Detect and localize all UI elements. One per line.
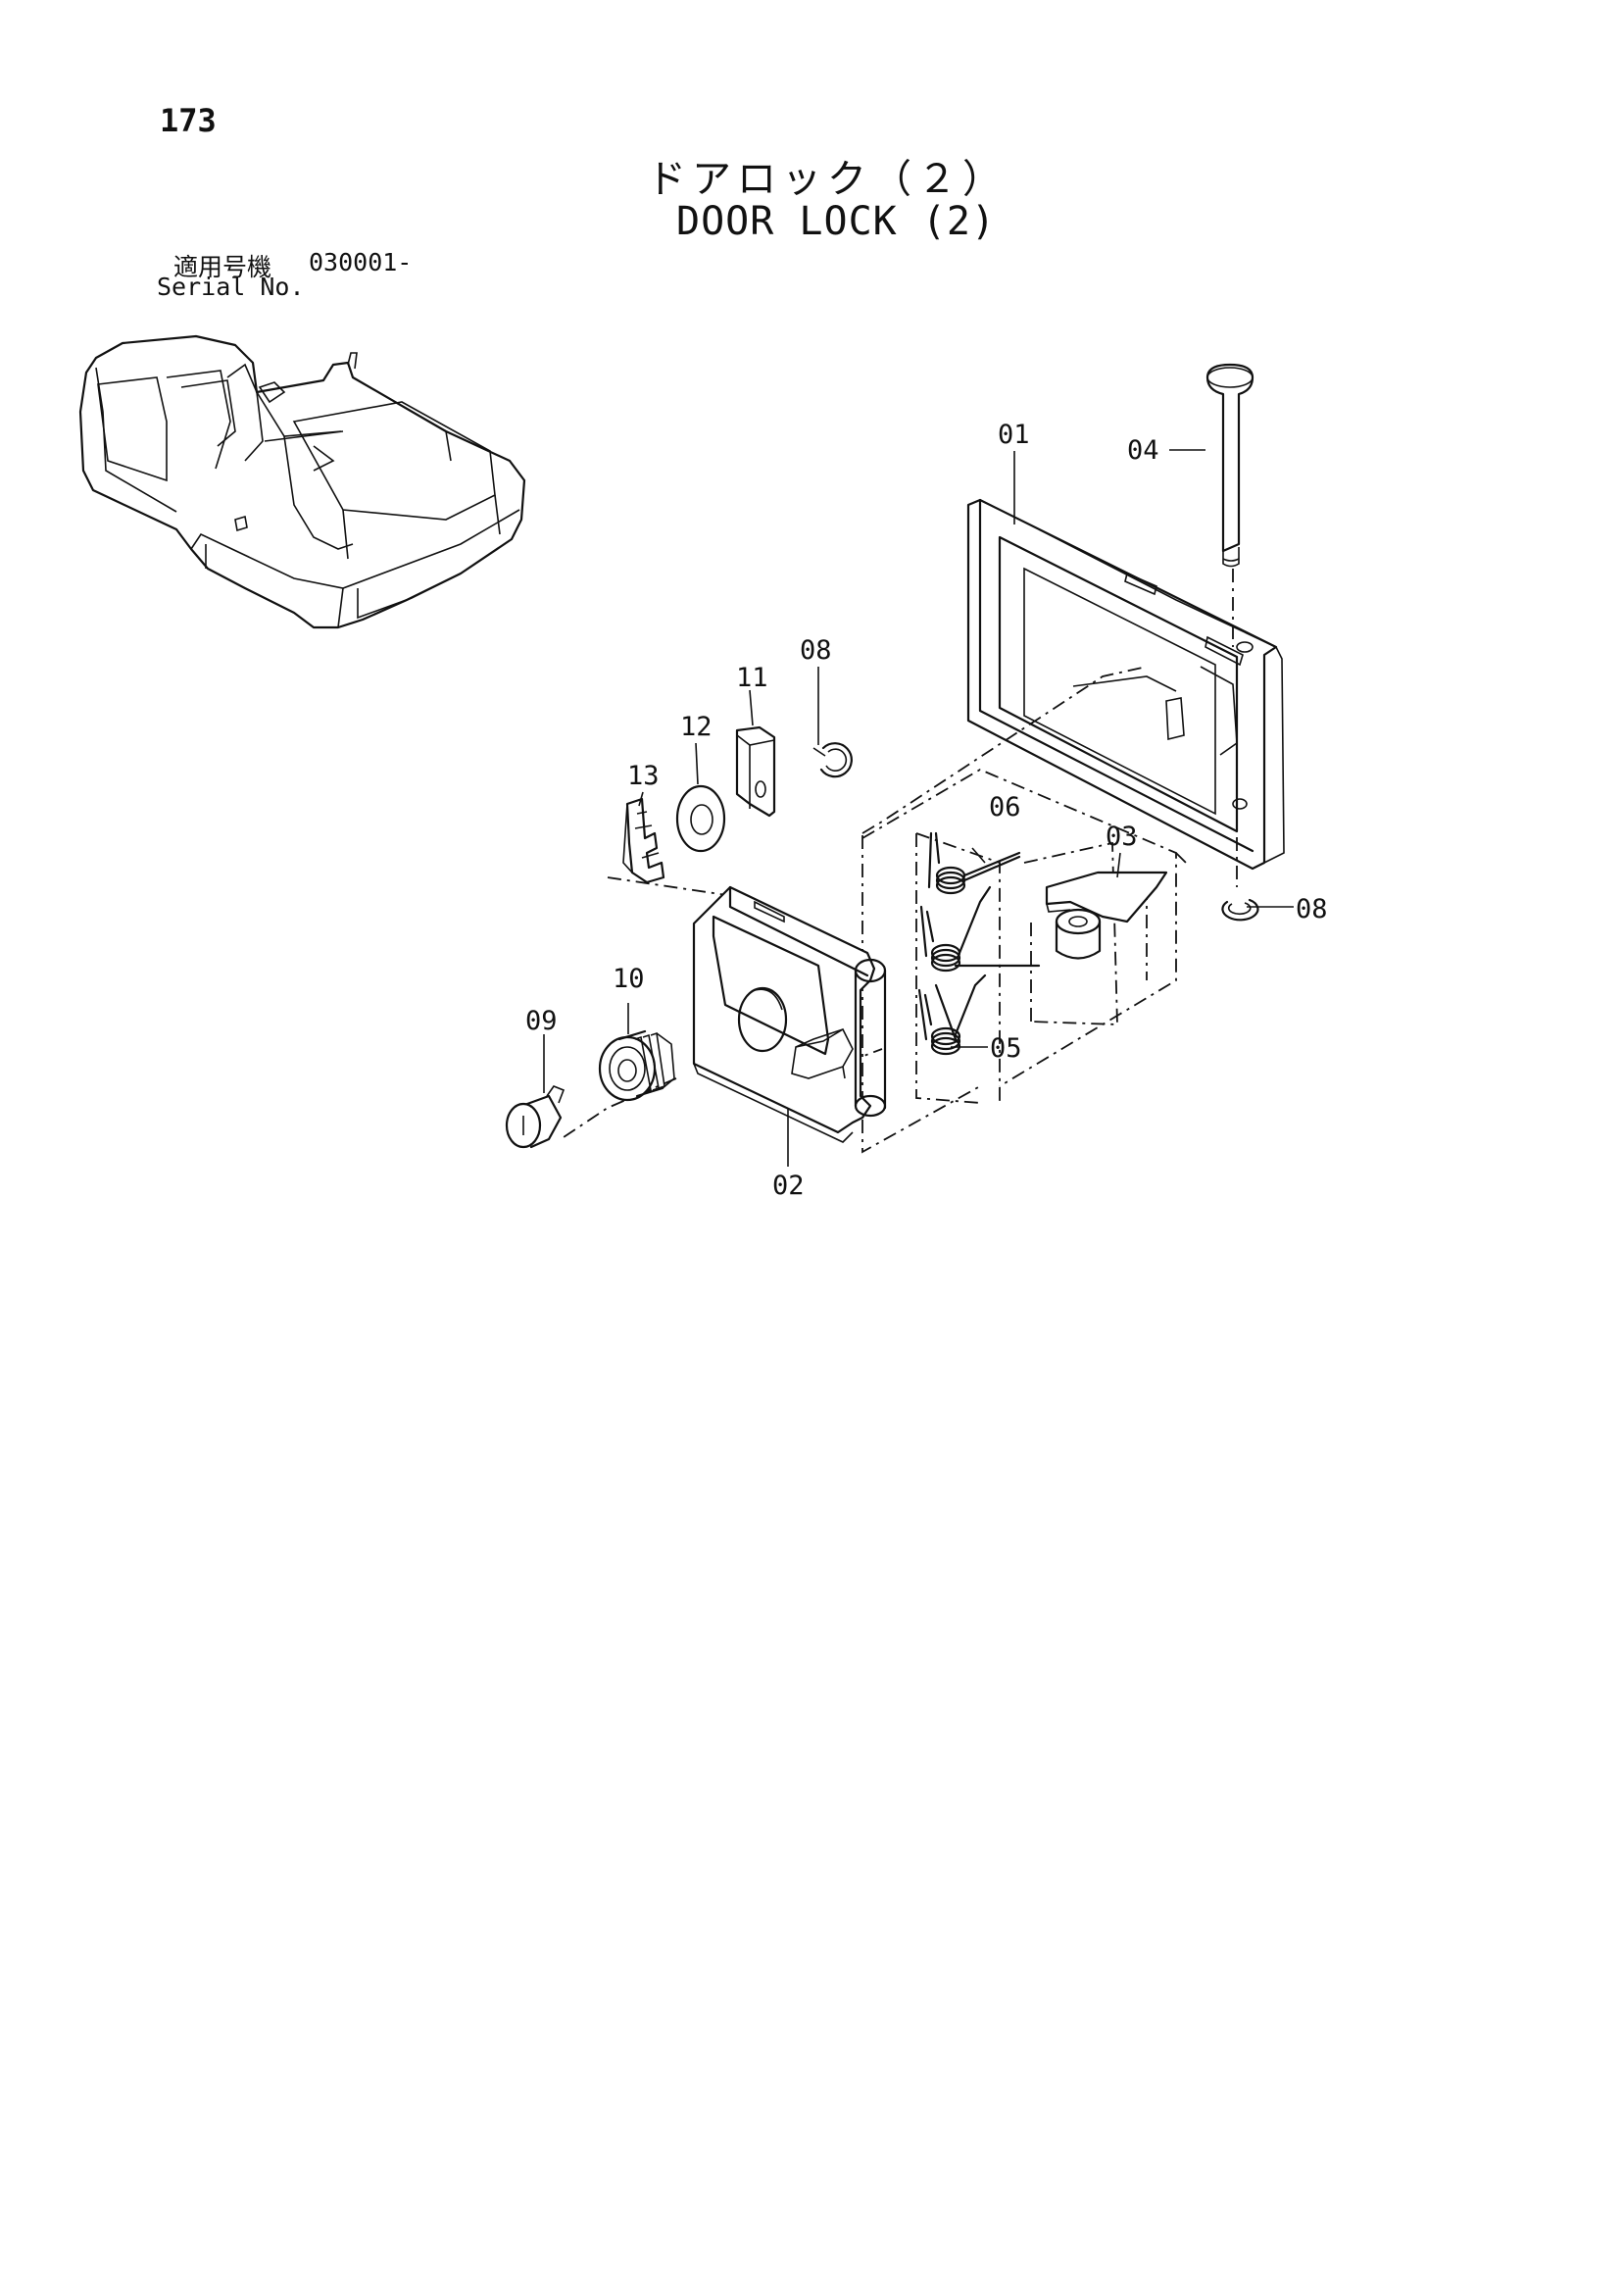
page-title-english: DOOR LOCK (2) xyxy=(676,199,997,244)
serial-label-english: Serial No. xyxy=(157,273,305,301)
part-09-key-cylinder xyxy=(505,1085,566,1149)
serial-label-japanese: 適用号機 xyxy=(173,253,272,281)
callout-09: 09 xyxy=(525,1006,558,1036)
callout-08-upper: 08 xyxy=(800,635,832,666)
part-06-spring-middle xyxy=(919,885,1041,973)
excavator-location-thumbnail xyxy=(78,334,526,629)
part-11-plate xyxy=(735,725,776,818)
part-12-washer xyxy=(675,784,726,853)
part-04-pin xyxy=(1205,363,1254,568)
part-08-snap-ring-upper xyxy=(812,742,853,778)
callout-13: 13 xyxy=(627,761,660,791)
callout-leader-lines xyxy=(543,449,1294,1167)
callout-04: 04 xyxy=(1127,435,1159,466)
part-13-spring-clip xyxy=(622,797,665,884)
callout-11: 11 xyxy=(736,663,768,693)
page-title-japanese: ドアロック（２） xyxy=(647,157,1008,202)
part-05-spring-lower xyxy=(917,973,987,1056)
callout-06: 06 xyxy=(989,792,1021,823)
part-02-lock-body xyxy=(692,885,887,1143)
callout-03: 03 xyxy=(1106,822,1138,852)
part-10-bushing xyxy=(598,1029,675,1102)
part-08-snap-ring-lower xyxy=(1221,898,1259,922)
callout-08-lower: 08 xyxy=(1296,894,1328,924)
serial-number-value: 030001- xyxy=(309,248,413,276)
callout-01: 01 xyxy=(998,420,1030,450)
callout-12: 12 xyxy=(680,712,713,742)
callout-10: 10 xyxy=(613,964,645,994)
page-number: 173 xyxy=(160,102,217,139)
callout-02: 02 xyxy=(772,1171,805,1201)
part-06-spring-upper xyxy=(927,831,1021,895)
part-03-latch-cam xyxy=(1045,871,1168,960)
callout-05: 05 xyxy=(990,1033,1022,1064)
